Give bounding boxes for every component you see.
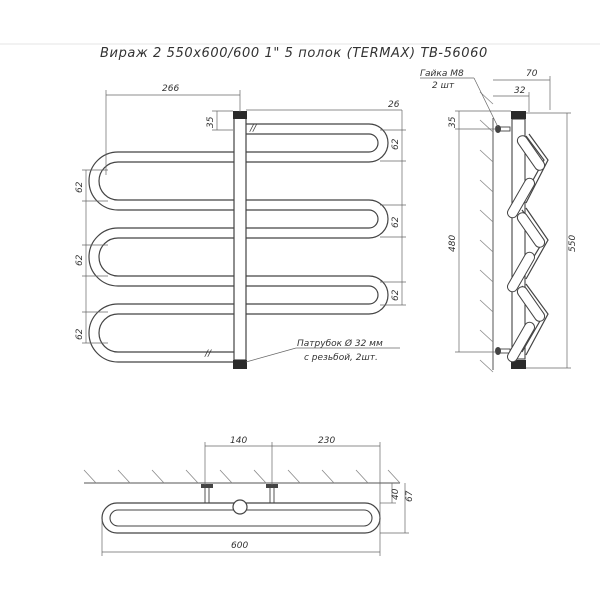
side-shelf-2 [507, 251, 535, 293]
top-view: 140 230 40 67 600 [83, 436, 415, 556]
top-pipe-stub [233, 111, 247, 119]
dim-35-label: 35 [206, 116, 216, 128]
thread-mark-top: // [249, 124, 257, 134]
dim-left-pitch-3: 62 [75, 328, 85, 340]
top-nut-left [201, 484, 213, 488]
dim-40-label: 40 [391, 488, 401, 500]
bottom-pipe-stub [233, 360, 247, 369]
dim-70-label: 70 [526, 69, 538, 79]
nut-label-leader [473, 77, 499, 128]
pipe-note-line2: с резьбой, 2шт. [304, 353, 378, 363]
drawing-title: Вираж 2 550х600/600 1" 5 полок (TERMAX) … [100, 46, 488, 61]
wall-hatching [479, 91, 494, 373]
dim-right-pitch-2: 62 [391, 216, 401, 228]
side-collector [511, 118, 526, 360]
side-view: Гайка М8 2 шт 70 32 35 480 550 [420, 69, 578, 373]
nut-label-line1: Гайка М8 [420, 69, 464, 79]
dim-26-label: 26 [388, 100, 400, 110]
top-nut-right [266, 484, 278, 488]
side-shelf-3 [507, 321, 535, 363]
nut-label-line2: 2 шт [432, 81, 455, 91]
dim-550-label: 550 [568, 235, 578, 252]
dim-right-pitch-1: 62 [391, 138, 401, 150]
dim-32-label: 32 [514, 86, 526, 96]
side-bottom-stub [511, 360, 526, 369]
thread-mark-bottom: // [204, 349, 212, 359]
side-shelf-low [516, 286, 546, 322]
top-wall-hatching [83, 469, 401, 484]
side-shelf-1 [507, 177, 535, 219]
dim-right-pitch-3: 62 [391, 289, 401, 301]
side-nut-top [495, 125, 501, 133]
pipe-note-leader [245, 347, 297, 363]
side-nut-bottom [495, 347, 501, 355]
dim-67-label: 67 [405, 490, 415, 502]
dim-266-label: 266 [162, 84, 179, 94]
dim-140-label: 140 [230, 436, 247, 446]
top-collector-circle [232, 499, 248, 515]
dim-480-label: 480 [448, 235, 458, 252]
vertical-collector [233, 117, 247, 361]
side-shelf-top [516, 135, 546, 171]
dim-600-label: 600 [231, 541, 248, 551]
side-dim-35-label: 35 [448, 116, 458, 128]
side-top-stub [511, 111, 526, 119]
serpentine-tube-inner [88, 133, 379, 363]
side-shelf-mid [516, 212, 546, 248]
front-view: // // 266 26 35 62 62 62 62 6 [75, 84, 406, 369]
pipe-note-line1: Патрубок Ø 32 мм [297, 338, 383, 349]
dim-230-label: 230 [318, 436, 335, 446]
dim-left-pitch-2: 62 [75, 254, 85, 266]
dim-left-pitch-1: 62 [75, 181, 85, 193]
